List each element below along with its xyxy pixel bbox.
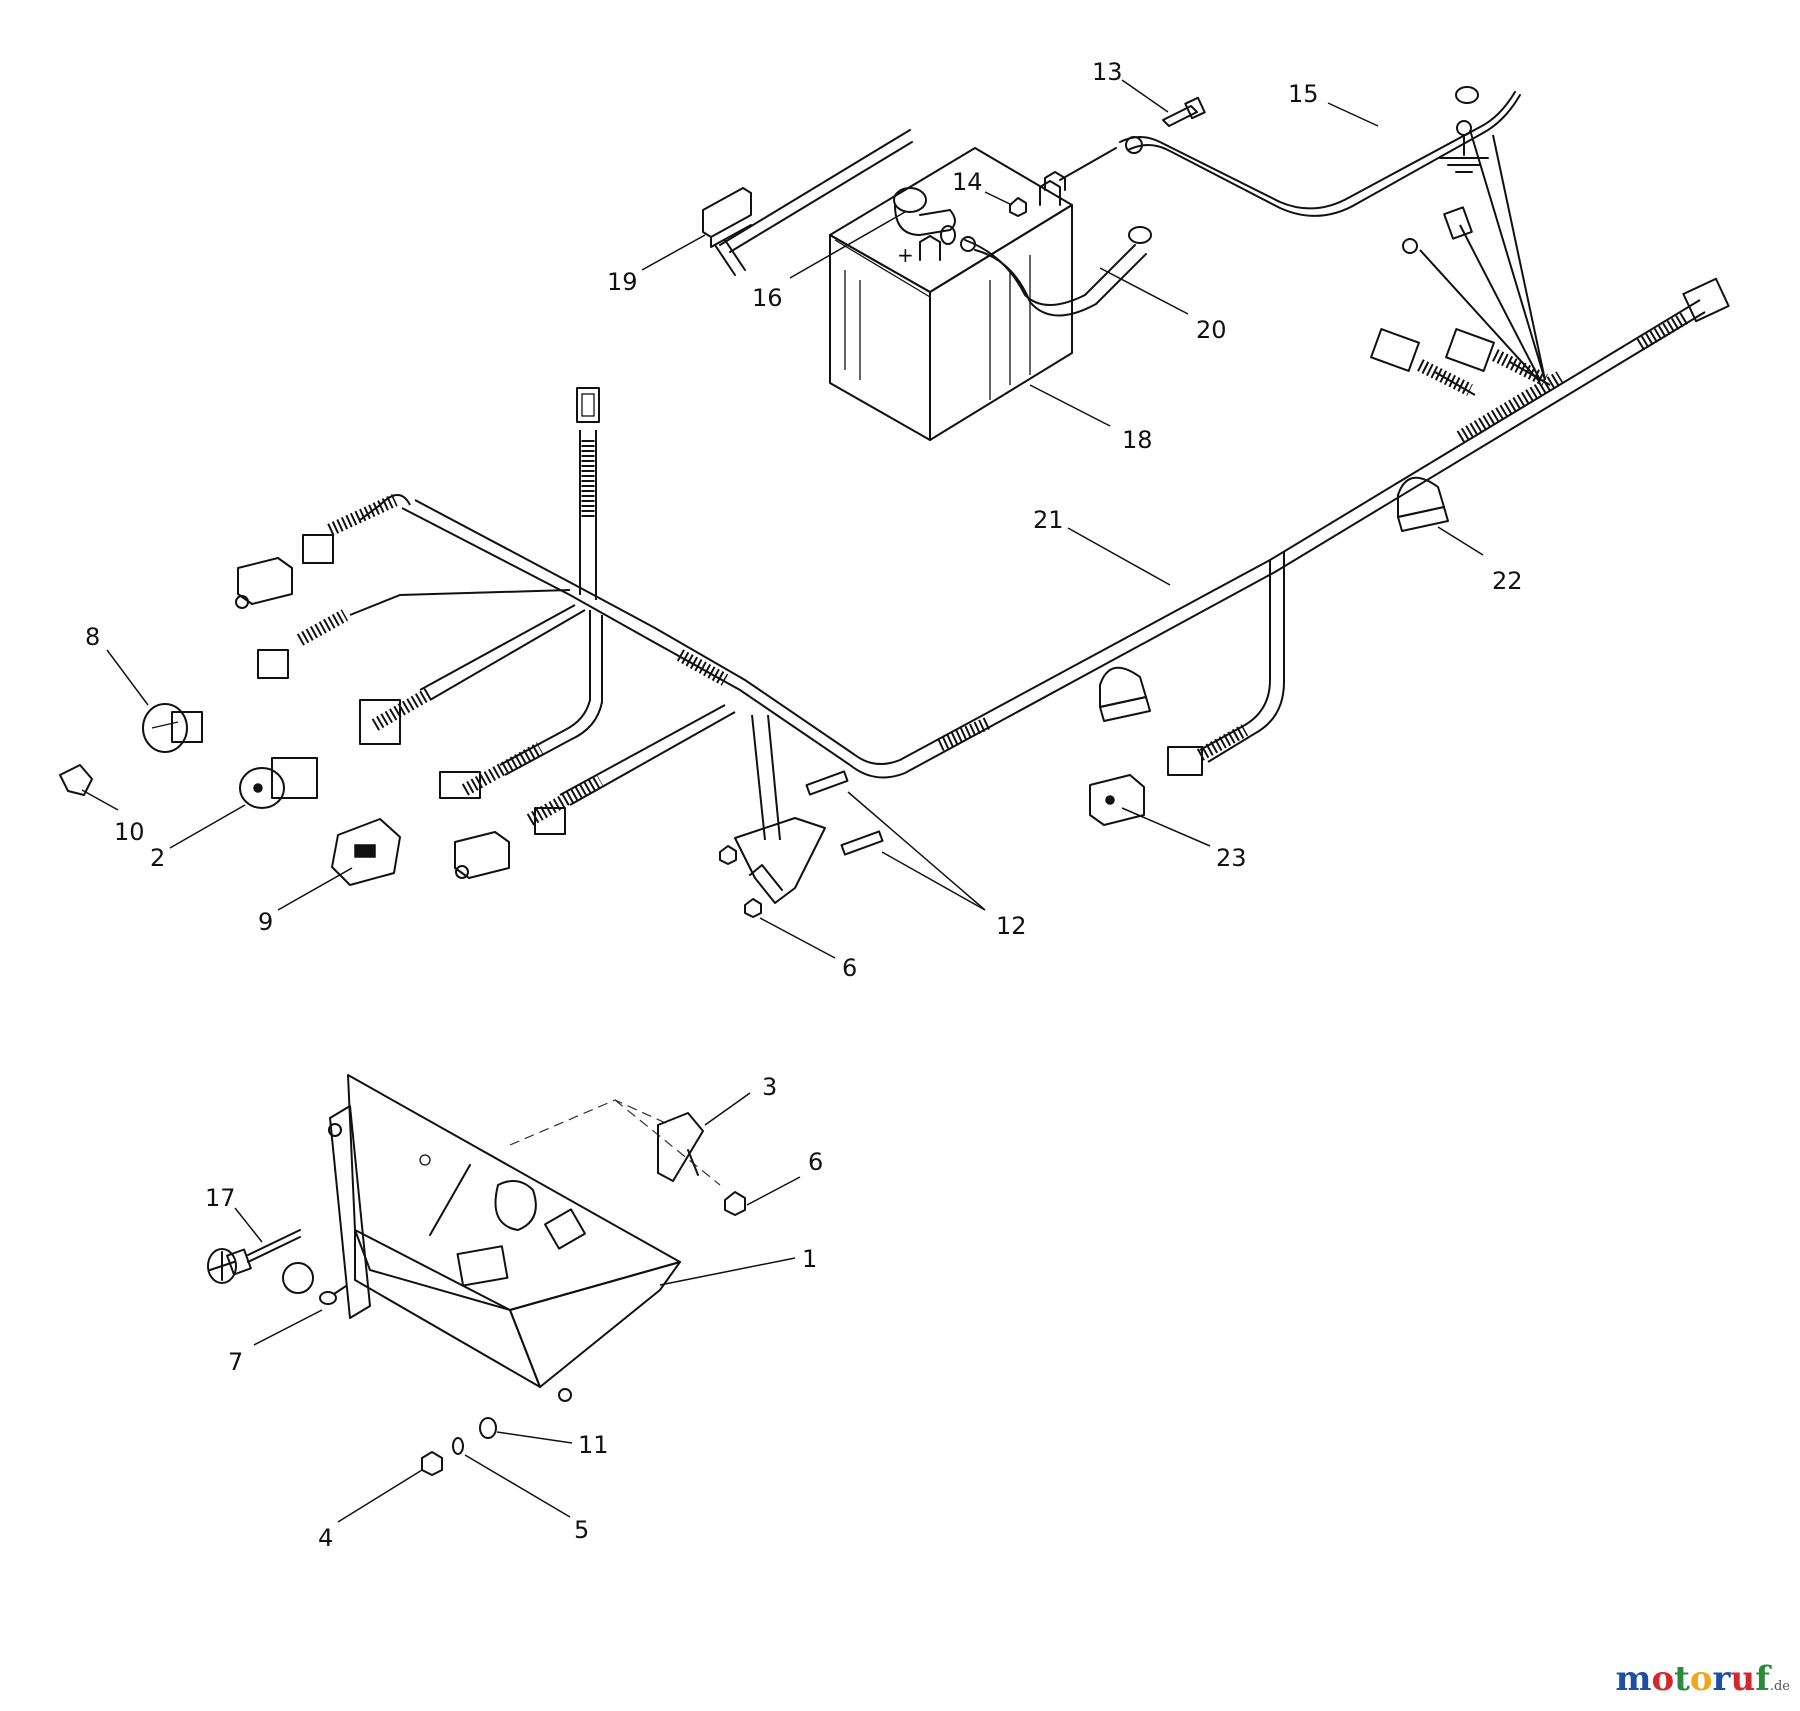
pto-switch-2 <box>239 757 318 809</box>
callout-21: 21 <box>1033 506 1171 586</box>
callout-19: 19 <box>607 234 706 296</box>
callout-label: 21 <box>1033 506 1064 534</box>
callout-7: 7 <box>228 1309 323 1376</box>
callout-label: 9 <box>258 908 273 936</box>
callout-8: 8 <box>85 623 149 706</box>
callout-22: 22 <box>1437 526 1523 595</box>
watermark-letter: r <box>1712 1659 1731 1699</box>
watermark-logo: motoruf.de <box>1615 1659 1790 1699</box>
callout-1: 1 <box>659 1245 817 1286</box>
mounting-panel <box>282 1074 681 1402</box>
callout-6-lower: 6 <box>746 1148 823 1206</box>
callout-label: 19 <box>607 268 638 296</box>
main-harness <box>296 129 1706 841</box>
svg-text:+: + <box>897 243 914 267</box>
callout-label: 16 <box>752 284 783 312</box>
brake-switch <box>454 831 510 879</box>
screw-7 <box>319 1285 347 1305</box>
key-switch-8 <box>142 703 203 753</box>
ground-symbol <box>1439 120 1489 173</box>
watermark-tld: .de <box>1769 1679 1790 1694</box>
callout-4: 4 <box>318 1469 423 1552</box>
ground-cable <box>1044 86 1521 217</box>
callout-17: 17 <box>205 1184 263 1243</box>
switch-3 <box>657 1112 704 1182</box>
callout-label: 7 <box>228 1348 243 1376</box>
callout-label: 8 <box>85 623 100 651</box>
callout-label: 18 <box>1122 426 1153 454</box>
callout-label: 3 <box>762 1073 777 1101</box>
callout-label: 6 <box>808 1148 823 1176</box>
callout-9: 9 <box>258 867 353 936</box>
seat-switch <box>235 557 293 609</box>
terminal-boot <box>893 187 956 245</box>
bolt-4 <box>421 1451 443 1476</box>
callout-label: 17 <box>205 1184 236 1212</box>
nut-6-lower <box>724 1191 746 1216</box>
callout-label: 22 <box>1492 567 1523 595</box>
callout-15: 15 <box>1288 80 1379 127</box>
watermark-letter: o <box>1651 1659 1675 1699</box>
clamp-22 <box>1397 476 1449 532</box>
callout-label: 4 <box>318 1524 333 1552</box>
knob-17 <box>207 1229 301 1284</box>
assembly-lines <box>509 1099 721 1186</box>
key-10 <box>59 764 93 796</box>
switch-bracket <box>719 770 884 918</box>
watermark-letter: f <box>1755 1659 1770 1699</box>
callout-label: 14 <box>952 168 983 196</box>
callout-14: 14 <box>952 168 1013 206</box>
clamp <box>1099 666 1151 722</box>
callout-10: 10 <box>81 789 145 846</box>
positive-cable <box>960 226 1152 317</box>
watermark-letter: o <box>1689 1659 1713 1699</box>
callout-label: 23 <box>1216 844 1247 872</box>
callout-6-upper: 6 <box>759 917 857 982</box>
watermark-letter: m <box>1615 1659 1652 1699</box>
watermark-letter: t <box>1674 1659 1690 1699</box>
washer-11 <box>479 1417 497 1439</box>
callout-18: 18 <box>1029 384 1153 454</box>
callout-5: 5 <box>464 1454 589 1544</box>
callout-label: 12 <box>996 912 1027 940</box>
callout-label: 5 <box>574 1516 589 1544</box>
callout-13: 13 <box>1092 58 1169 113</box>
battery: + <box>829 147 1073 441</box>
callout-2: 2 <box>150 804 246 872</box>
callout-label: 13 <box>1092 58 1123 86</box>
relay-23 <box>1089 774 1145 826</box>
callout-label: 15 <box>1288 80 1319 108</box>
nut-14 <box>1009 197 1027 217</box>
callout-20: 20 <box>1099 267 1227 344</box>
bolt-13 <box>1162 96 1206 127</box>
callout-23: 23 <box>1121 807 1247 872</box>
watermark-letter: u <box>1730 1659 1756 1699</box>
callout-label: 6 <box>842 954 857 982</box>
callout-label: 2 <box>150 844 165 872</box>
callout-3: 3 <box>704 1073 777 1126</box>
callout-11: 11 <box>496 1431 609 1459</box>
switch-9 <box>331 818 401 886</box>
callout-label: 20 <box>1196 316 1227 344</box>
hold-down-bracket <box>702 129 913 276</box>
harness-connectors <box>257 206 1730 835</box>
callout-label: 1 <box>802 1245 817 1273</box>
callout-label: 10 <box>114 818 145 846</box>
lockwasher-5 <box>452 1437 464 1455</box>
callout-label: 11 <box>578 1431 609 1459</box>
callout-12: 12 <box>847 791 1027 940</box>
callout-16: 16 <box>752 211 906 312</box>
